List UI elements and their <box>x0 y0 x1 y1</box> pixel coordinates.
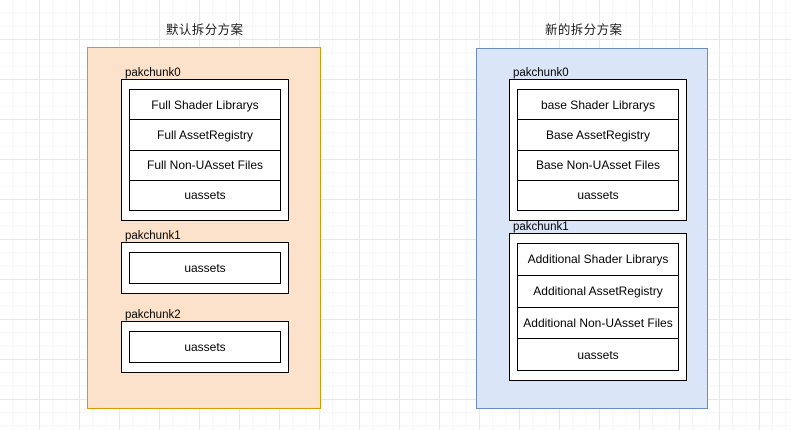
chunk-row[interactable]: uassets <box>577 347 619 362</box>
chunk-row-list: Additional Shader Librarys Additional As… <box>517 243 679 371</box>
chunk-label: pakchunk0 <box>513 67 569 79</box>
scheme-title-default: 默认拆分方案 <box>166 23 244 37</box>
chunk-default-pakchunk2[interactable]: pakchunk2 uassets <box>121 309 289 373</box>
chunk-row[interactable]: Additional AssetRegistry <box>518 276 678 308</box>
chunk-label: pakchunk0 <box>125 67 181 79</box>
scheme-container-default[interactable]: pakchunk0 Full Shader Librarys Full Asse… <box>87 47 321 409</box>
chunk-label: pakchunk1 <box>125 230 181 242</box>
chunk-row-list: uassets <box>129 252 281 284</box>
chunk-row[interactable]: uassets <box>184 188 226 203</box>
chunk-row[interactable]: Base AssetRegistry <box>518 120 678 151</box>
chunk-default-pakchunk0[interactable]: pakchunk0 Full Shader Librarys Full Asse… <box>121 67 289 221</box>
chunk-row[interactable]: uassets <box>184 261 226 275</box>
chunk-row[interactable]: Additional Shader Librarys <box>518 244 678 276</box>
chunk-default-pakchunk1[interactable]: pakchunk1 uassets <box>121 230 289 294</box>
chunk-row-list: base Shader Librarys Base AssetRegistry … <box>517 89 679 211</box>
chunk-label: pakchunk2 <box>125 309 181 321</box>
chunk-row[interactable]: Full Non-UAsset Files <box>130 151 280 181</box>
chunk-new-pakchunk1[interactable]: pakchunk1 Additional Shader Librarys Add… <box>509 221 687 381</box>
chunk-new-pakchunk0[interactable]: pakchunk0 base Shader Librarys Base Asse… <box>509 67 687 221</box>
scheme-title-new: 新的拆分方案 <box>545 23 623 37</box>
chunk-row[interactable]: Base Non-UAsset Files <box>518 151 678 181</box>
chunk-row[interactable]: Additional Non-UAsset Files <box>518 308 678 340</box>
chunk-row[interactable]: uassets <box>184 340 226 354</box>
chunk-row-list: uassets <box>129 331 281 363</box>
scheme-container-new[interactable]: pakchunk0 base Shader Librarys Base Asse… <box>476 48 708 409</box>
chunk-row[interactable]: uassets <box>577 188 619 203</box>
chunk-row-list: Full Shader Librarys Full AssetRegistry … <box>129 89 281 211</box>
chunk-row[interactable]: Full AssetRegistry <box>130 120 280 151</box>
chunk-label: pakchunk1 <box>513 221 569 233</box>
chunk-row[interactable]: base Shader Librarys <box>518 90 678 121</box>
chunk-row[interactable]: Full Shader Librarys <box>130 90 280 121</box>
